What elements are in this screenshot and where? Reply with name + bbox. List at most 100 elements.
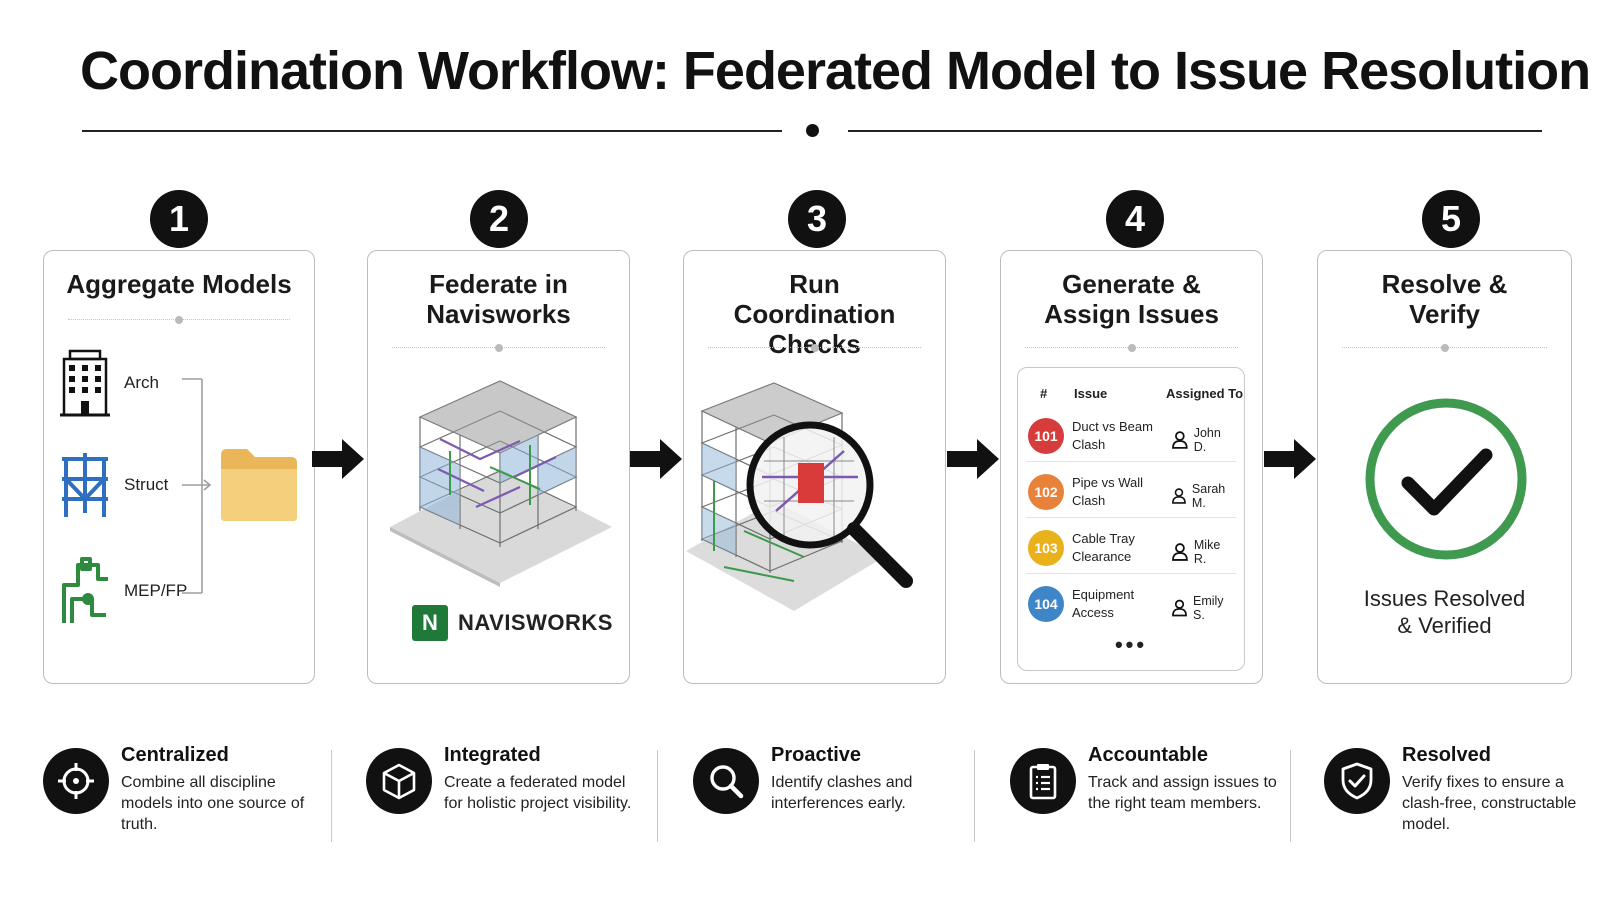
assignee-name: Sarah M. <box>1191 482 1226 510</box>
arrow-right-icon <box>312 439 364 479</box>
issue-id-badge: 102 <box>1028 474 1064 510</box>
folder-icon <box>221 449 297 521</box>
assignee-name: John D. <box>1193 426 1221 454</box>
discipline-arch: Arch <box>58 347 159 419</box>
building-icon <box>60 349 110 417</box>
person-icon <box>1172 543 1188 561</box>
discipline-label: Arch <box>124 373 159 392</box>
title-divider-right <box>848 130 1542 132</box>
step-3-card: Run Coordination Checks <box>683 250 946 684</box>
step-4-separator <box>1025 344 1238 352</box>
step-1-card: Aggregate Models Arch Struct <box>43 250 315 684</box>
step-2-number: 2 <box>470 190 528 248</box>
step-4-number: 4 <box>1106 190 1164 248</box>
step-4-title: Generate & Assign Issues <box>1044 269 1219 329</box>
navisworks-logo: N NAVISWORKS <box>412 605 613 641</box>
benefit-title: Accountable <box>1088 744 1209 766</box>
issue-assignee: John D. <box>1172 426 1236 454</box>
crosshair-icon <box>43 748 109 814</box>
clipboard-icon <box>1010 748 1076 814</box>
step-1-number: 1 <box>150 190 208 248</box>
more-issues-indicator[interactable]: ••• <box>1114 632 1148 657</box>
shield-check-icon <box>1324 748 1390 814</box>
resolved-line-1: Issues Resolved <box>1363 586 1526 611</box>
resolved-line-2: & Verified <box>1397 613 1492 638</box>
resolved-status: Issues Resolved & Verified <box>1318 585 1571 639</box>
benefit-title: Integrated <box>444 744 541 766</box>
discipline-struct: Struct <box>58 449 168 521</box>
issue-title: Duct vs Beam Clash <box>1072 419 1153 452</box>
step-1-separator <box>68 316 290 324</box>
pipes-icon <box>62 557 108 623</box>
assignee-name: Emily S. <box>1193 594 1224 622</box>
benefit-divider <box>974 750 975 842</box>
step-5-card: Resolve & Verify Issues Resolved & Verif… <box>1317 250 1572 684</box>
issue-id-badge: 103 <box>1028 530 1064 566</box>
title-divider-left <box>82 130 782 132</box>
federated-building-model <box>390 380 612 587</box>
issue-title: Equipment Access <box>1072 587 1135 620</box>
benefit-title: Proactive <box>771 744 862 766</box>
title-divider-dot <box>806 124 819 137</box>
step-4-card: Generate & Assign Issues # Issue Assigne… <box>1000 250 1263 684</box>
benefit-integrated: Integrated Create a federated model for … <box>366 744 636 844</box>
person-icon <box>1172 599 1187 617</box>
step-2-card: Federate in Navisworks N NAVISWORKS <box>367 250 630 684</box>
benefit-description: Track and assign issues to the right tea… <box>1088 774 1277 812</box>
person-icon <box>1172 431 1188 449</box>
issue-table: # Issue Assigned To 101 Duct vs Beam Cla… <box>1017 367 1245 671</box>
benefit-description: Identify clashes and interferences early… <box>771 774 913 812</box>
table-row[interactable]: 104 Equipment Access Emily S. <box>1026 578 1236 630</box>
issue-title: Cable Tray Clearance <box>1072 531 1135 564</box>
issue-title: Pipe vs Wall Clash <box>1072 475 1144 508</box>
discipline-label: Struct <box>124 475 169 494</box>
benefit-divider <box>331 750 332 842</box>
arrow-right-icon <box>947 439 999 479</box>
discipline-label: MEP/FP <box>124 581 188 600</box>
assignee-name: Mike R. <box>1193 538 1221 566</box>
column-header-issue: Issue <box>1074 386 1108 401</box>
person-icon <box>1172 488 1186 504</box>
benefit-centralized: Centralized Combine all discipline model… <box>43 744 313 844</box>
benefit-description: Combine all discipline models into one s… <box>121 774 305 833</box>
benefit-description: Verify fixes to ensure a clash-free, con… <box>1402 774 1577 833</box>
benefit-title: Resolved <box>1402 744 1491 766</box>
clash-highlight <box>798 463 824 503</box>
step-1-title: Aggregate Models <box>66 269 292 299</box>
issue-assignee: Sarah M. <box>1172 482 1236 510</box>
steel-frame-icon <box>62 453 108 517</box>
table-row[interactable]: 103 Cable Tray Clearance Mike R. <box>1026 522 1236 574</box>
issue-id-badge: 104 <box>1028 586 1064 622</box>
arrow-right-icon <box>630 439 682 479</box>
step-5-title: Resolve & Verify <box>1381 269 1508 329</box>
discipline-mep: MEP/FP <box>58 555 187 627</box>
benefit-description: Create a federated model for holistic pr… <box>444 774 632 812</box>
issue-assignee: Mike R. <box>1172 538 1236 566</box>
navisworks-badge: N <box>412 605 448 641</box>
step-3-separator <box>708 344 921 352</box>
benefit-divider <box>657 750 658 842</box>
page-title: Coordination Workflow: Federated Model t… <box>80 41 1591 101</box>
step-5-number: 5 <box>1422 190 1480 248</box>
navisworks-wordmark: NAVISWORKS <box>458 610 613 635</box>
discipline-connector <box>182 378 212 594</box>
benefit-resolved: Resolved Verify fixes to ensure a clash-… <box>1324 744 1594 844</box>
column-header-number: # <box>1040 386 1048 401</box>
benefit-accountable: Accountable Track and assign issues to t… <box>1010 744 1280 844</box>
step-3-number: 3 <box>788 190 846 248</box>
clash-detection-model <box>686 382 913 611</box>
column-header-assigned: Assigned To <box>1166 386 1244 401</box>
cube-icon <box>366 748 432 814</box>
benefit-divider <box>1290 750 1291 842</box>
benefit-title: Centralized <box>121 744 229 766</box>
step-2-separator <box>392 344 605 352</box>
benefit-proactive: Proactive Identify clashes and interfere… <box>693 744 963 844</box>
magnifier-icon <box>693 748 759 814</box>
issue-assignee: Emily S. <box>1172 594 1236 622</box>
checkmark-circle-icon <box>1365 398 1527 560</box>
table-row[interactable]: 101 Duct vs Beam Clash John D. <box>1026 410 1236 462</box>
table-row[interactable]: 102 Pipe vs Wall Clash Sarah M. <box>1026 466 1236 518</box>
issue-id-badge: 101 <box>1028 418 1064 454</box>
step-2-title: Federate in Navisworks <box>426 269 571 329</box>
step-5-separator <box>1342 344 1547 352</box>
